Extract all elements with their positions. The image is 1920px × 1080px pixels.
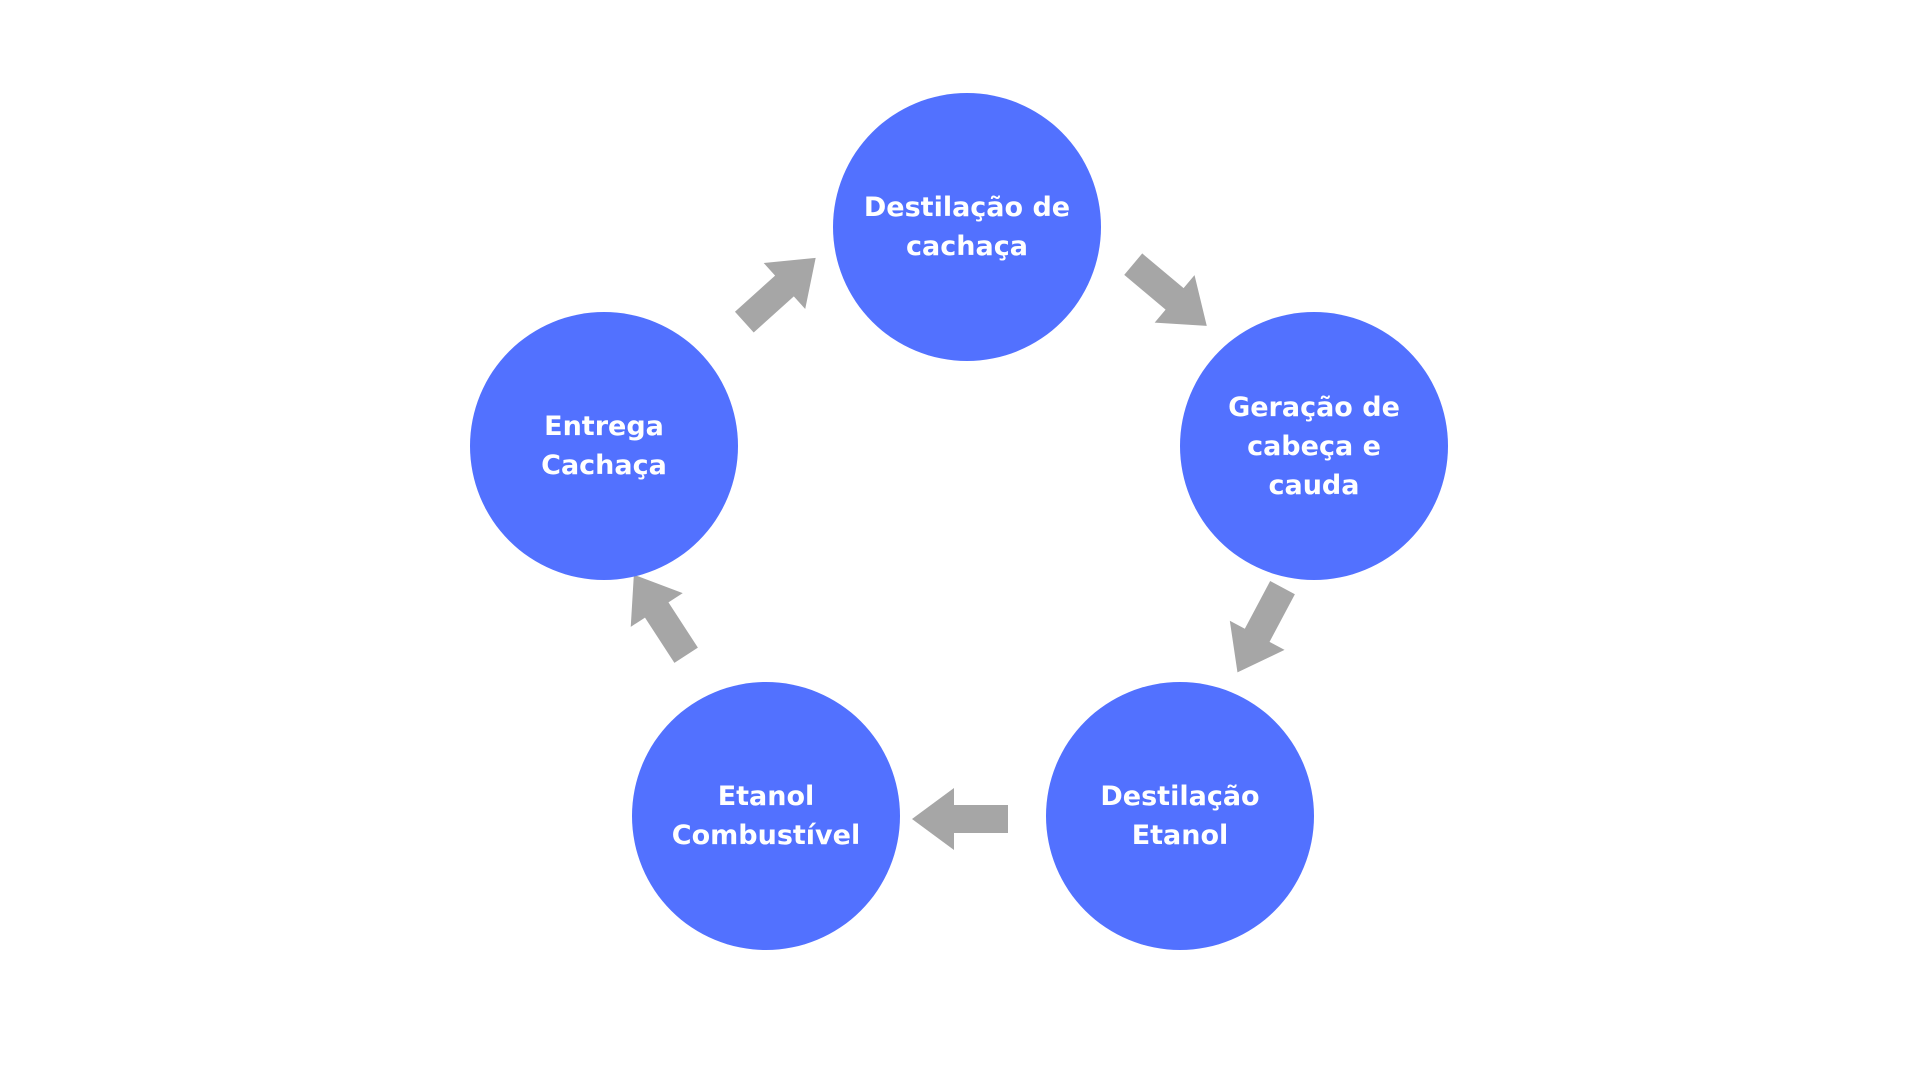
step-label: Geração de cabeça e cauda [1228,391,1400,501]
flow-arrow-icon [630,574,698,663]
step-geracao-cabeca-cauda: Geração de cabeça e cauda [1180,312,1448,580]
step-label: Entrega Cachaça [541,411,667,481]
step-etanol-combustivel: Etanol Combustível [632,682,900,950]
step-label: Destilação de cachaça [863,192,1071,262]
flow-arrow-icon [1229,581,1295,673]
step-entrega-cachaca: Entrega Cachaça [470,312,738,580]
step-destilacao-cachaca: Destilação de cachaça [833,93,1101,361]
step-label: Etanol Combustível [671,781,861,851]
step-destilacao-etanol: Destilação Etanol [1046,682,1314,950]
flow-arrow-icon [734,257,816,333]
flow-arrow-icon [912,788,1008,850]
flow-arrow-icon [1124,253,1207,326]
step-label: Destilação Etanol [1100,781,1260,851]
